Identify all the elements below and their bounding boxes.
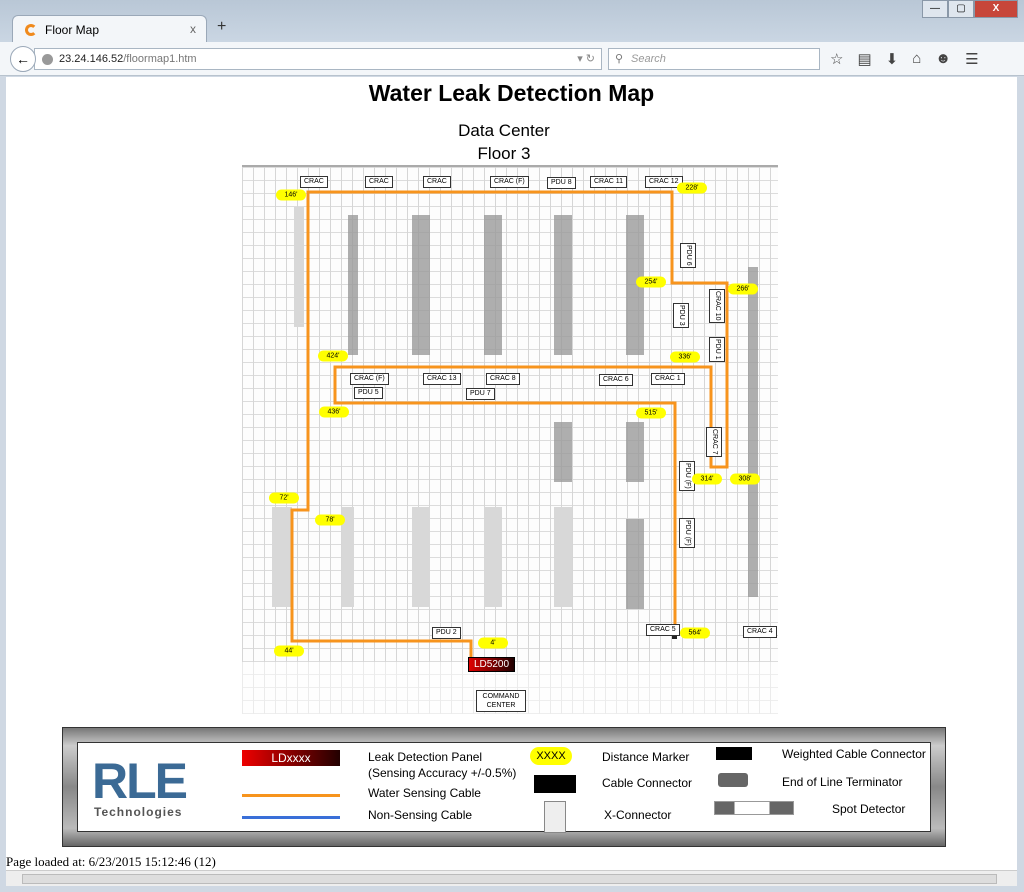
rle-logo-sub: Technologies (94, 805, 183, 819)
distance-marker[interactable]: 515' (636, 407, 666, 419)
legend-x-connector: X-Connector (604, 808, 672, 822)
equipment-label: CRAC 11 (590, 176, 628, 188)
title-bar: Floor Map x + —▢X (0, 0, 1024, 43)
download-icon[interactable]: ⬇ (885, 51, 899, 68)
spot-detector-icon (714, 801, 794, 815)
equipment-label: CRAC 5 (646, 624, 680, 636)
globe-icon (42, 54, 53, 65)
search-input[interactable]: ⚲ Search (608, 48, 820, 70)
legend-cable-connector: Cable Connector (602, 776, 693, 790)
close-window-button[interactable]: X (974, 0, 1018, 18)
distance-marker[interactable]: 72' (269, 492, 299, 504)
equipment-label: PDU 1 (709, 337, 725, 362)
tab-floor-map[interactable]: Floor Map x (12, 15, 207, 43)
distance-marker[interactable]: 78' (315, 514, 345, 526)
weighted-cable-connector-icon (716, 747, 752, 760)
end-of-line-terminator-icon (718, 773, 748, 787)
equipment-label: CRAC 13 (423, 373, 461, 385)
firefox-favicon-icon (25, 23, 37, 36)
command-center-label: COMMAND CENTER (476, 690, 526, 712)
equipment-label: PDU 5 (354, 387, 383, 399)
distance-marker[interactable]: 228' (677, 182, 707, 194)
distance-marker[interactable]: 314' (692, 473, 722, 485)
minimize-button[interactable]: — (922, 0, 948, 18)
leak-detection-panel-ld5200[interactable]: LD5200 (468, 657, 516, 672)
legend-panel-label: Leak Detection Panel (368, 750, 483, 764)
page-content: Water Leak Detection Map Data Center Flo… (6, 77, 1017, 870)
equipment-label: PDU 7 (466, 388, 495, 400)
distance-marker[interactable]: 146' (276, 189, 306, 201)
legend-weighted-connector: Weighted Cable Connector (782, 747, 926, 761)
equipment-label: CRAC (365, 176, 393, 188)
equipment-label: CRAC (F) (350, 373, 389, 385)
equipment-label: CRAC 8 (486, 373, 520, 385)
chat-icon[interactable]: ☻ (935, 50, 952, 67)
legend-marker-sample: XXXX (530, 747, 572, 765)
legend-non-sensing: Non-Sensing Cable (368, 808, 473, 822)
distance-marker[interactable]: 424' (318, 350, 348, 362)
horizontal-scrollbar[interactable] (6, 870, 1017, 886)
distance-marker[interactable]: 44' (274, 645, 304, 657)
rle-logo: RLE (92, 753, 188, 809)
subtitle-floor: Floor 3 (477, 144, 531, 163)
equipment-label: CRAC (F) (490, 176, 529, 188)
equipment-label: CRAC 6 (599, 374, 633, 386)
back-button[interactable]: ← (10, 46, 36, 72)
equipment-label: PDU 8 (547, 177, 576, 189)
close-tab-icon[interactable]: x (190, 22, 196, 36)
equipment-label: PDU 2 (432, 627, 461, 639)
equipment-label: PDU 6 (680, 243, 696, 268)
legend-distance-marker: Distance Marker (602, 750, 690, 764)
url-path: /floormap1.htm (123, 53, 197, 65)
search-placeholder: Search (631, 53, 666, 65)
distance-marker[interactable]: 266' (728, 283, 758, 295)
legend-water-cable-line (242, 794, 340, 797)
equipment-label: PDU (F) (679, 518, 695, 548)
home-icon[interactable]: ⌂ (912, 50, 922, 67)
legend-eol-terminator: End of Line Terminator (782, 775, 903, 789)
cable-connector-icon (534, 775, 576, 793)
distance-marker[interactable]: 564' (680, 627, 710, 639)
distance-marker[interactable]: 336' (670, 351, 700, 363)
legend-water-cable: Water Sensing Cable (368, 786, 481, 800)
x-connector-icon (544, 801, 566, 833)
url-host: 23.24.146.52 (59, 53, 124, 65)
url-bar[interactable]: 23.24.146.52/floormap1.htm ▾ ↻ (34, 48, 602, 70)
search-icon: ⚲ (615, 53, 624, 65)
maximize-button[interactable]: ▢ (948, 0, 974, 18)
distance-marker[interactable]: 254' (636, 276, 666, 288)
legend-panel-sample: LDxxxx (242, 750, 340, 766)
legend-panel-accuracy: (Sensing Accuracy +/-0.5%) (368, 766, 517, 780)
reload-icon[interactable]: ▾ ↻ (577, 53, 595, 65)
equipment-label: CRAC 7 (706, 427, 722, 457)
equipment-label: CRAC (300, 176, 328, 188)
equipment-label: CRAC (423, 176, 451, 188)
distance-marker[interactable]: 436' (319, 406, 349, 418)
menu-icon[interactable]: ☰ (965, 51, 979, 68)
equipment-label: CRAC 4 (743, 626, 777, 638)
subtitle-data-center: Data Center (458, 121, 550, 140)
legend-non-sensing-line (242, 816, 340, 819)
legend-spot-detector: Spot Detector (832, 802, 906, 816)
bookmark-star-icon[interactable]: ☆ (830, 51, 844, 68)
reading-list-icon[interactable]: ▤ (857, 51, 872, 68)
equipment-label: CRAC 10 (709, 289, 725, 323)
equipment-label: CRAC 12 (645, 176, 683, 188)
nav-bar: 23.24.146.52/floormap1.htm▾ ↻ ← ⚲Search … (0, 42, 1024, 76)
page-title: Water Leak Detection Map (368, 80, 655, 106)
equipment-label: CRAC 1 (651, 373, 685, 385)
legend: RLE Technologies LDxxxx Leak Detection P… (62, 727, 946, 847)
page-loaded-status: Page loaded at: 6/23/2015 15:12:46 (12) (6, 854, 216, 869)
tab-title: Floor Map (45, 22, 100, 37)
equipment-label: PDU 3 (673, 303, 689, 328)
new-tab-button[interactable]: + (217, 18, 227, 35)
distance-marker[interactable]: 308' (730, 473, 760, 485)
distance-marker[interactable]: 4' (478, 637, 508, 649)
